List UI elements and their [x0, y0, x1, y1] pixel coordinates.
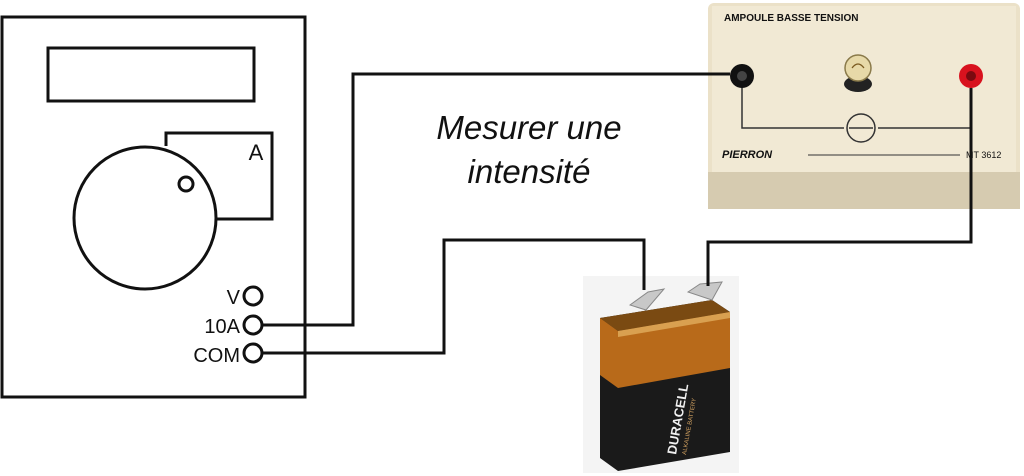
- terminal-com-label: COM: [193, 345, 240, 367]
- multimeter: A V 10A COM: [0, 15, 307, 399]
- wire-lamp-to-battery: [706, 88, 973, 286]
- bulb-icon: [844, 54, 872, 82]
- lamp-box-label: AMPOULE BASSE TENSION: [724, 13, 858, 24]
- selector-dial[interactable]: [72, 145, 218, 291]
- lamp-box-reference: MT 3612: [966, 150, 1001, 160]
- multimeter-display: [46, 46, 256, 103]
- lamp-box-brand: PIERRON: [722, 149, 773, 161]
- terminal-10a-label: 10A: [204, 316, 240, 338]
- title-line2: intensité: [468, 153, 591, 190]
- terminal-v[interactable]: [242, 285, 264, 307]
- terminal-v-label: V: [227, 287, 241, 309]
- battery-top: [600, 300, 730, 331]
- terminal-com[interactable]: [242, 342, 264, 364]
- lamp-box: AMPOULE BASSE TENSION PIERRON MT 3612: [708, 3, 1020, 209]
- battery-contact-right: [686, 281, 723, 301]
- battery: DURACELL ALKALINE BATTERY: [583, 276, 739, 473]
- bulb-socket: [844, 76, 872, 92]
- lamp-box-side: [708, 172, 1020, 209]
- range-label: A: [249, 140, 264, 165]
- range-selector-zone: [164, 131, 274, 221]
- battery-contact-left: [628, 288, 666, 311]
- lamp-symbol-icon: [846, 113, 876, 143]
- title-line1: Mesurer une: [436, 109, 621, 146]
- dial-pointer: [177, 175, 195, 193]
- terminal-10a[interactable]: [242, 314, 264, 336]
- wire-10a-to-lamp: [262, 72, 730, 327]
- battery-copper-side: [600, 318, 618, 388]
- wire-com-to-battery: [262, 238, 646, 355]
